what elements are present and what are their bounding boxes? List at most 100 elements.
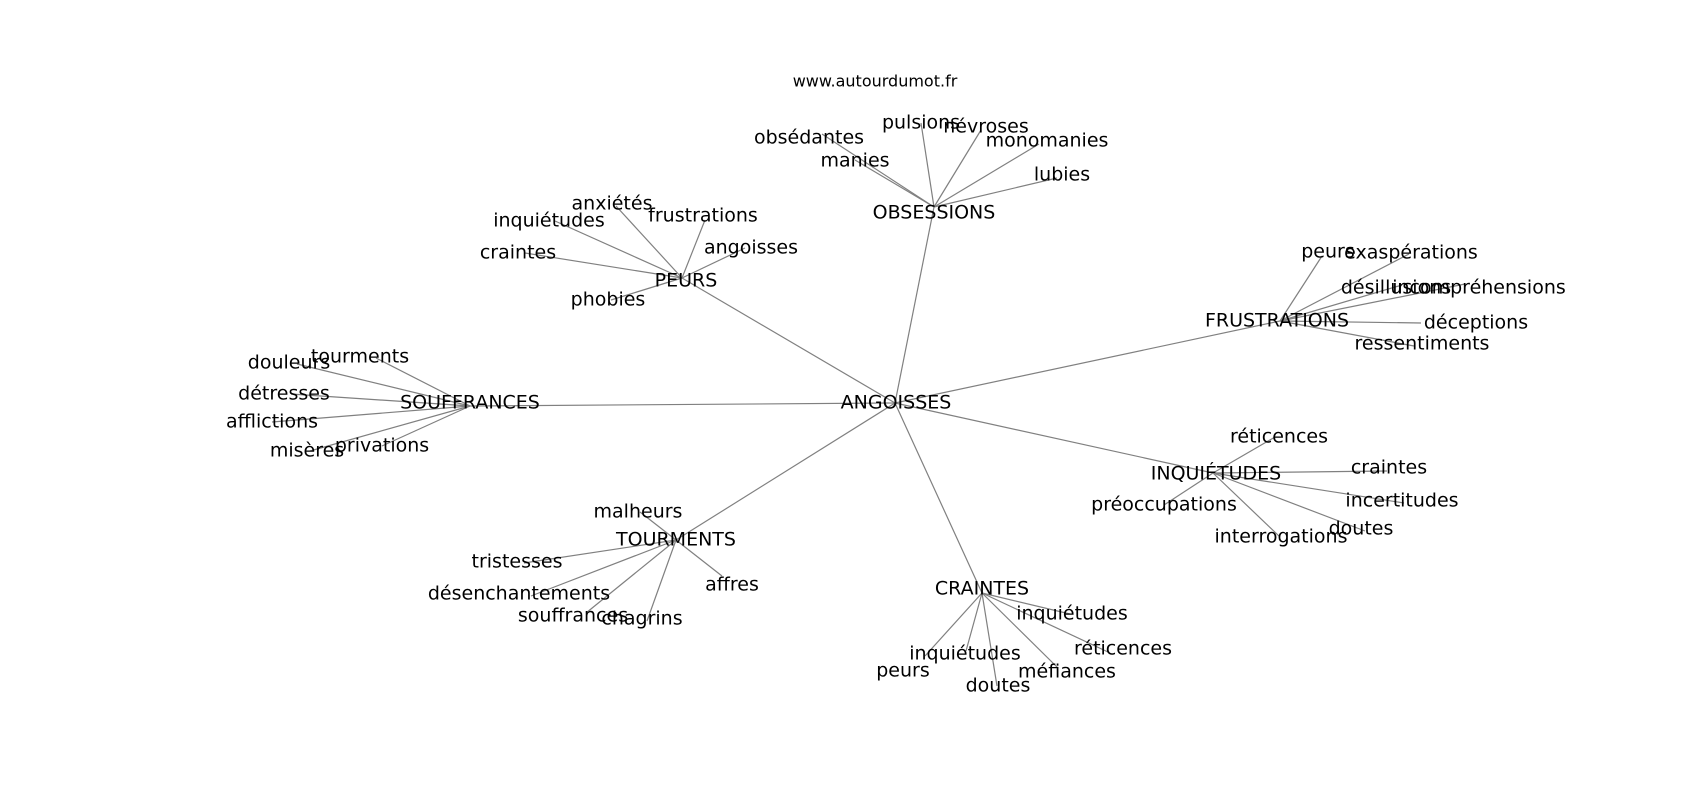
edge-hub-to-leaf bbox=[981, 592, 1059, 669]
leaf-word-label[interactable]: manies bbox=[820, 150, 889, 172]
leaf-word-label[interactable]: inquiétudes bbox=[909, 643, 1021, 665]
leaf-word-label[interactable]: réticences bbox=[1230, 426, 1328, 448]
edge-hub-to-leaf bbox=[290, 393, 471, 407]
leaf-word-label[interactable]: privations bbox=[335, 435, 429, 457]
leaf-word-label[interactable]: afflictions bbox=[226, 411, 318, 433]
edge-hub-to-leaf bbox=[585, 539, 677, 614]
leaf-word-label[interactable]: craintes bbox=[1351, 457, 1427, 479]
leaf-word-label[interactable]: méfiances bbox=[1018, 661, 1116, 683]
edge-root-to-hub bbox=[681, 277, 896, 404]
hub-word-label[interactable]: INQUIÉTUDES bbox=[1151, 462, 1282, 485]
leaf-word-label[interactable]: anxiétés bbox=[572, 193, 653, 215]
leaf-word-label[interactable]: monomanies bbox=[986, 130, 1109, 152]
edge-root-to-hub bbox=[894, 320, 1281, 404]
leaf-word-label[interactable]: inquiétudes bbox=[1016, 603, 1128, 625]
leaf-word-label[interactable]: névroses bbox=[943, 116, 1028, 138]
leaf-word-label[interactable]: ressentiments bbox=[1355, 333, 1490, 355]
leaf-word-label[interactable]: doutes bbox=[966, 675, 1031, 697]
leaf-word-label[interactable]: frustrations bbox=[648, 205, 758, 227]
edge-root-to-hub bbox=[894, 206, 935, 404]
hub-word-label[interactable]: CRAINTES bbox=[935, 578, 1029, 600]
leaf-word-label[interactable]: malheurs bbox=[594, 501, 683, 523]
edge-hub-to-leaf bbox=[933, 177, 1058, 208]
leaf-word-label[interactable]: souffrances bbox=[518, 605, 628, 627]
edge-hub-to-leaf bbox=[646, 539, 677, 622]
leaf-word-label[interactable]: phobies bbox=[571, 289, 646, 311]
leaf-word-label[interactable]: misères bbox=[270, 440, 344, 462]
leaf-word-label[interactable]: exaspérations bbox=[1344, 242, 1478, 264]
leaf-word-label[interactable]: déceptions bbox=[1424, 312, 1528, 334]
edge-hub-to-leaf bbox=[524, 252, 683, 279]
edge-hub-to-leaf bbox=[1279, 255, 1323, 322]
leaf-word-label[interactable]: craintes bbox=[480, 242, 556, 264]
leaf-word-label[interactable]: obsédantes bbox=[754, 127, 864, 149]
root-word-label[interactable]: ANGOISSES bbox=[841, 392, 952, 414]
edge-hub-to-leaf bbox=[854, 159, 935, 208]
edge-hub-to-leaf bbox=[1279, 320, 1422, 324]
leaf-word-label[interactable]: peurs bbox=[1301, 241, 1355, 263]
edge-hub-to-leaf bbox=[933, 143, 1040, 208]
edge-hub-to-leaf bbox=[530, 539, 677, 597]
hub-word-label[interactable]: PEURS bbox=[655, 270, 718, 292]
leaf-word-label[interactable]: peurs bbox=[876, 660, 930, 682]
edge-root-to-hub bbox=[469, 402, 896, 407]
leaf-word-label[interactable]: détresses bbox=[238, 383, 330, 405]
edge-hub-to-leaf bbox=[615, 205, 683, 279]
edge-hub-to-leaf bbox=[610, 277, 683, 301]
edge-hub-to-leaf bbox=[933, 129, 982, 208]
edge-hub-to-leaf bbox=[554, 220, 683, 279]
site-url: www.autourdumot.fr bbox=[793, 72, 958, 91]
edge-hub-to-leaf bbox=[981, 592, 1071, 615]
edge-root-to-hub bbox=[894, 402, 983, 594]
edge-hub-to-leaf bbox=[1212, 472, 1405, 504]
edge-hub-to-leaf bbox=[1279, 253, 1410, 322]
hub-word-label[interactable]: FRUSTRATIONS bbox=[1205, 310, 1349, 332]
edge-hub-to-leaf bbox=[965, 592, 983, 652]
edge-hub-to-leaf bbox=[821, 133, 935, 208]
leaf-word-label[interactable]: doutes bbox=[1329, 518, 1394, 540]
edge-hub-to-leaf bbox=[375, 357, 471, 407]
leaf-word-label[interactable]: inquiétudes bbox=[493, 210, 605, 232]
edge-hub-to-leaf bbox=[920, 122, 935, 208]
leaf-word-label[interactable]: incompréhensions bbox=[1392, 277, 1566, 299]
edge-hub-to-leaf bbox=[924, 592, 983, 657]
leaf-word-label[interactable]: pulsions bbox=[882, 112, 960, 134]
leaf-word-label[interactable]: tourments bbox=[311, 346, 409, 368]
leaf-word-label[interactable]: préoccupations bbox=[1091, 494, 1237, 516]
edges-layer bbox=[271, 122, 1466, 687]
leaf-word-label[interactable]: chagrins bbox=[601, 608, 682, 630]
edge-hub-to-leaf bbox=[639, 511, 677, 541]
leaf-word-label[interactable]: angoisses bbox=[704, 237, 798, 259]
edge-hub-to-leaf bbox=[1279, 283, 1466, 322]
edge-hub-to-leaf bbox=[675, 539, 723, 577]
leaf-word-label[interactable]: lubies bbox=[1034, 164, 1090, 186]
leaf-word-label[interactable]: réticences bbox=[1074, 638, 1172, 660]
edge-hub-to-leaf bbox=[1212, 472, 1281, 538]
edge-hub-to-leaf bbox=[681, 219, 706, 279]
edge-hub-to-leaf bbox=[981, 592, 1109, 653]
edge-hub-to-leaf bbox=[296, 363, 471, 407]
edge-hub-to-leaf bbox=[1279, 320, 1415, 347]
hub-word-label[interactable]: OBSESSIONS bbox=[873, 202, 996, 224]
edge-hub-to-leaf bbox=[1212, 436, 1276, 474]
leaf-word-label[interactable]: interrogations bbox=[1215, 526, 1348, 548]
edge-hub-to-leaf bbox=[523, 539, 677, 564]
edge-hub-to-leaf bbox=[681, 247, 746, 279]
edge-hub-to-leaf bbox=[1212, 470, 1388, 474]
edge-hub-to-leaf bbox=[271, 405, 471, 423]
leaf-word-label[interactable]: incertitudes bbox=[1345, 490, 1458, 512]
leaf-word-label[interactable]: affres bbox=[705, 574, 759, 596]
hub-word-label[interactable]: SOUFFRANCES bbox=[400, 392, 540, 414]
edge-root-to-hub bbox=[675, 402, 896, 541]
edge-hub-to-leaf bbox=[309, 405, 471, 452]
leaf-word-label[interactable]: désillusions bbox=[1341, 277, 1451, 299]
edge-root-to-hub bbox=[894, 402, 1214, 474]
hub-word-label[interactable]: TOURMENTS bbox=[615, 529, 736, 551]
edge-hub-to-leaf bbox=[1163, 472, 1214, 506]
leaf-word-label[interactable]: tristesses bbox=[472, 551, 563, 573]
edge-hub-to-leaf bbox=[1279, 284, 1403, 322]
leaf-word-label[interactable]: désenchantements bbox=[428, 583, 610, 605]
leaf-word-label[interactable]: douleurs bbox=[248, 352, 330, 374]
